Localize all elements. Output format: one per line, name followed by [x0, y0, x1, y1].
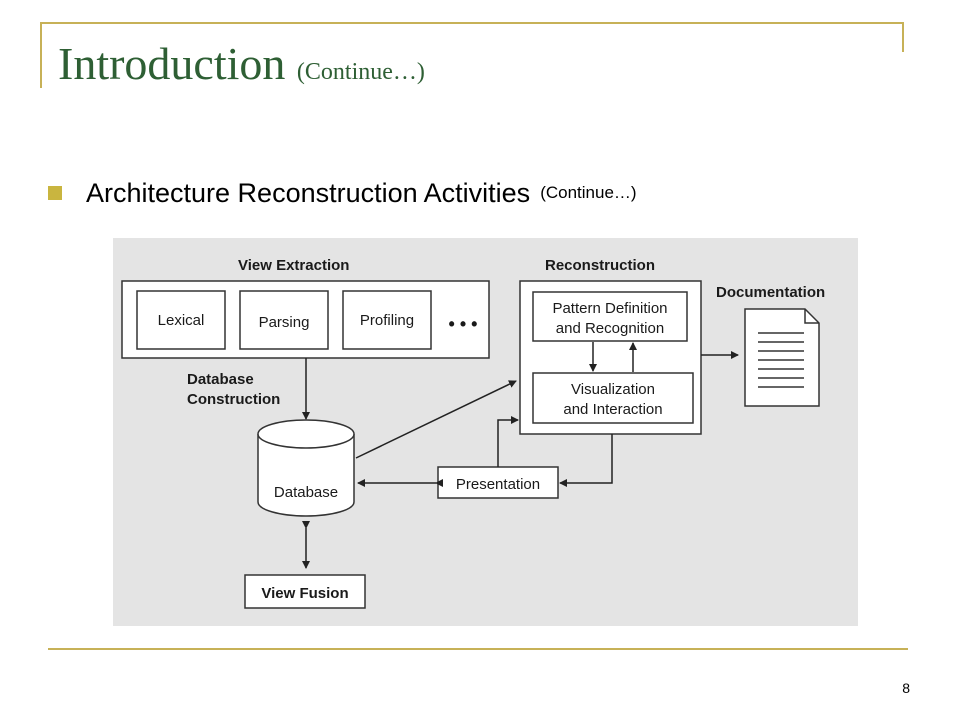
- parsing-label: Parsing: [259, 314, 310, 331]
- slide-title: Introduction (Continue…): [58, 36, 425, 100]
- view-extraction-label: View Extraction: [238, 257, 349, 274]
- view-fusion-label: View Fusion: [261, 585, 348, 602]
- profiling-box: [342, 290, 432, 350]
- profiling-label: Profiling: [360, 312, 414, 329]
- pattern-label-2: and Recognition: [556, 320, 664, 337]
- database-cylinder-top: [257, 419, 355, 449]
- presentation-label: Presentation: [456, 476, 540, 493]
- bullet-text: Architecture Reconstruction Activities: [86, 177, 531, 208]
- visualization-box: [532, 372, 694, 424]
- db-construction-label-1: Database: [187, 371, 254, 388]
- bullet-item: Architecture Reconstruction Activities (…: [48, 175, 637, 211]
- lexical-label: Lexical: [158, 312, 205, 329]
- page-number: 8: [902, 680, 910, 696]
- pattern-box: [532, 291, 688, 342]
- frame-right-line: [902, 22, 904, 52]
- database-cylinder-body: [257, 434, 355, 517]
- arrow-presentation-to-reconstruction: [497, 416, 519, 467]
- database-label: Database: [274, 484, 338, 501]
- bullet-suffix: (Continue…): [540, 183, 637, 202]
- document-fold-icon: [804, 309, 819, 324]
- reconstruction-label: Reconstruction: [545, 257, 655, 274]
- visualization-label-1: Visualization: [571, 381, 655, 398]
- documentation-label: Documentation: [716, 284, 825, 301]
- title-main: Introduction: [58, 38, 286, 89]
- pattern-label-1: Pattern Definition: [552, 300, 667, 317]
- arrow-reconstruction-to-presentation: [559, 434, 613, 487]
- frame-left-line: [40, 22, 42, 88]
- visualization-label-2: and Interaction: [563, 401, 662, 418]
- frame-top-line: [40, 22, 904, 24]
- parsing-box: [239, 290, 329, 350]
- document-lines: [758, 332, 804, 388]
- presentation-box: [437, 466, 559, 499]
- footer-line: [48, 648, 908, 650]
- view-fusion-box: [244, 574, 366, 609]
- bullet-square-icon: [48, 186, 62, 200]
- ellipsis-label: • • •: [449, 314, 478, 334]
- title-suffix: (Continue…): [296, 59, 425, 85]
- db-construction-label-2: Construction: [187, 391, 280, 408]
- lexical-box: [136, 290, 226, 350]
- arrow-database-to-reconstruction: [355, 380, 517, 459]
